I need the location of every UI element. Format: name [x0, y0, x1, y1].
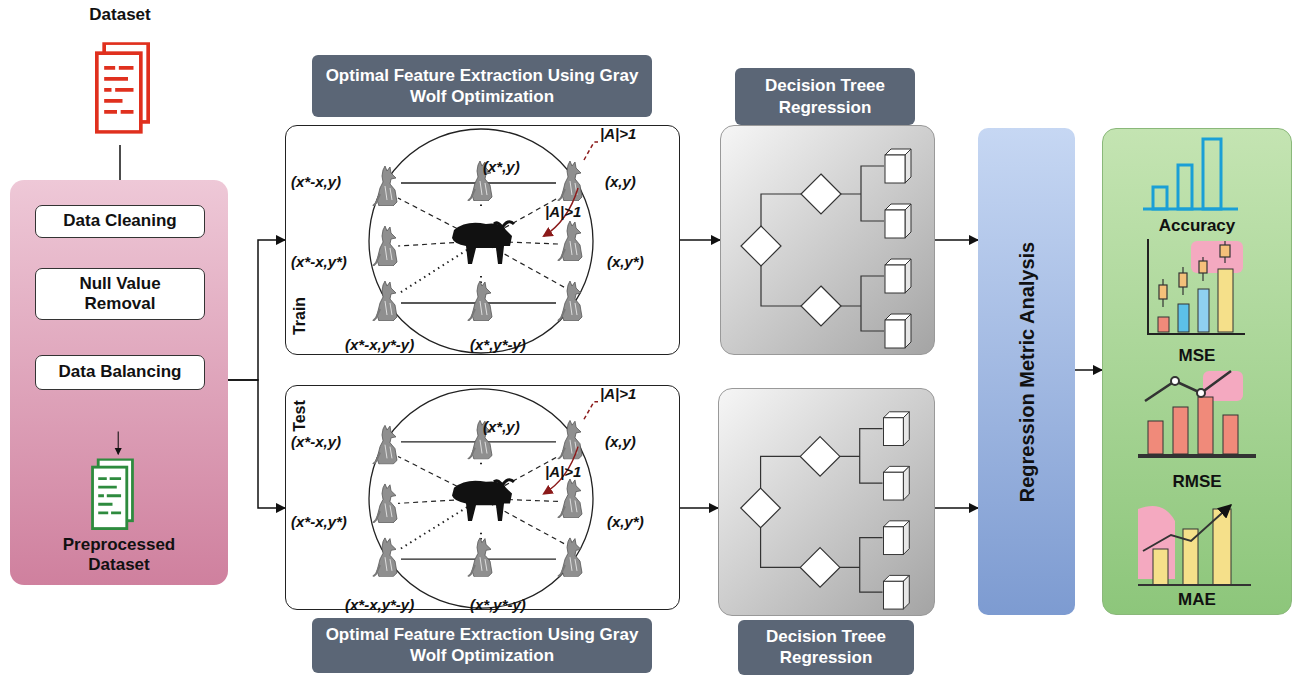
- decision-tree-icon: [719, 389, 936, 617]
- metric-icons: [1103, 129, 1293, 616]
- coordinate-label: (x*,y): [483, 158, 520, 175]
- module-header: Decision Treee Regression: [735, 68, 915, 125]
- module-frame: [718, 388, 935, 616]
- document-icon: [95, 33, 150, 143]
- coordinate-label: (x*,y): [483, 418, 520, 435]
- coordinate-label: |A|>1: [600, 125, 636, 142]
- module-frame: Train: [285, 125, 680, 355]
- module-header: Optimal Feature Extraction Using Gray Wo…: [312, 55, 652, 117]
- connector-arrow: [1075, 369, 1102, 371]
- regressor-module: Decision Treee Regression: [720, 68, 935, 355]
- document-icon: [80, 430, 145, 530]
- preprocessing-panel: Preprocessed Dataset Data CleaningNull Va…: [10, 180, 228, 585]
- metric-label: RMSE: [1103, 472, 1291, 492]
- results-panel: AccuracyMSE RMSE MAE: [1102, 128, 1292, 615]
- process-label: Null Value Removal: [44, 274, 196, 315]
- connector-arrow: [935, 507, 978, 509]
- dataset-label: Dataset: [75, 5, 165, 25]
- phase-label: Train: [291, 297, 309, 335]
- dataset-icon: Dataset: [75, 5, 165, 145]
- connector-arrow: [935, 239, 978, 241]
- regressor-module: Decision Treee Regression: [718, 388, 935, 680]
- coordinate-label: (x,y*): [607, 513, 644, 530]
- process-label: Data Balancing: [59, 362, 182, 382]
- coordinate-label: (x*,y*-y): [470, 336, 526, 353]
- analysis-label: Regression Metric Analysis: [1015, 241, 1038, 501]
- gwo-module: Train Optimal Feature Extraction Using Gr…: [285, 55, 680, 355]
- coordinate-label: (x,y): [605, 173, 636, 190]
- process-box: Data Balancing: [35, 355, 205, 390]
- connector-arrow: [680, 507, 718, 509]
- gwo-module: TestOptimal Feature Extraction Using Gra…: [285, 385, 680, 682]
- metric-label: MAE: [1103, 590, 1291, 610]
- coordinate-label: (x*-x,y): [291, 433, 341, 450]
- analysis-band: Regression Metric Analysis: [978, 128, 1075, 615]
- process-box: Data Cleaning: [35, 205, 205, 238]
- coordinate-label: |A|>1: [600, 385, 636, 402]
- decision-tree-icon: [721, 126, 936, 356]
- coordinate-label: (x*-x,y*): [291, 253, 347, 270]
- coordinate-label: |A|>1: [545, 463, 581, 480]
- metric-label: Accuracy: [1103, 216, 1291, 236]
- coordinate-label: (x,y): [605, 433, 636, 450]
- module-frame: [720, 125, 935, 355]
- coordinate-label: (x*-x,y*-y): [345, 336, 414, 353]
- coordinate-label: (x,y*): [607, 253, 644, 270]
- coordinate-label: (x*-x,y): [291, 173, 341, 190]
- process-box: Null Value Removal: [35, 268, 205, 320]
- coordinate-label: (x*-x,y*): [291, 513, 347, 530]
- connector-arrow: [228, 240, 285, 380]
- coordinate-label: (x*,y*-y): [470, 596, 526, 613]
- phase-label: Test: [291, 400, 309, 432]
- module-frame: Test: [285, 385, 680, 610]
- module-header: Optimal Feature Extraction Using Gray Wo…: [312, 618, 652, 673]
- module-header: Decision Treee Regression: [738, 620, 914, 675]
- connector-arrow: [228, 380, 285, 508]
- metric-label: MSE: [1103, 346, 1291, 366]
- coordinate-label: |A|>1: [545, 203, 581, 220]
- process-label: Data Cleaning: [63, 211, 176, 231]
- output-label: Preprocessed Dataset: [49, 535, 189, 576]
- coordinate-label: (x*-x,y*-y): [345, 596, 414, 613]
- connector-arrow: [680, 239, 720, 241]
